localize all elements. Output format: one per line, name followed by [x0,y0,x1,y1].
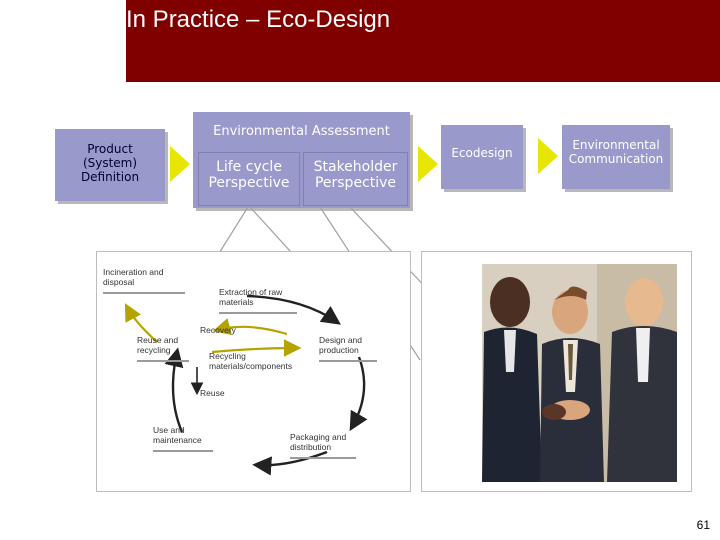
communication-box: Environmental Communication [562,125,670,189]
cycle-reuse-recycling-underline [137,360,189,362]
cycle-design-production-underline [319,360,377,362]
cycle-reuse: Reuse [200,388,225,398]
life-cycle-box: Life cycle Perspective [198,152,300,206]
cycle-incineration: Incineration and disposal [103,267,164,287]
cycle-reuse-recycling: Reuse and recycling [137,335,179,355]
product-definition-label: Product (System) Definition [80,142,140,184]
assessment-header: Environmental Assessment [213,124,390,139]
cycle-incineration-underline [103,292,185,294]
cycle-recycling-materials: Recycling materials/components [209,351,293,371]
businessmen-handshake-photo [482,264,677,482]
life-cycle-panel: Incineration and disposal Extraction of … [96,251,411,492]
cycle-design-production: Design and production [319,335,363,355]
ecodesign-box: Ecodesign [441,125,523,189]
cycle-recovery: Recovery [200,325,236,335]
cycle-extraction-underline [219,312,297,314]
flow-arrow-3 [538,138,558,174]
cycle-packaging-distribution: Packaging and distribution [290,432,347,452]
stakeholder-box: Stakeholder Perspective [303,152,408,206]
stakeholder-photo-panel [421,251,692,492]
cycle-use-maintenance: Use and maintenance [153,425,202,445]
life-cycle-label: Life cycle Perspective [208,159,290,192]
flow-arrow-2 [418,146,438,182]
slide-title: In Practice – Eco-Design [126,6,391,33]
page-number: 61 [696,518,710,532]
ecodesign-label: Ecodesign [451,146,513,160]
stakeholder-label: Stakeholder Perspective [313,159,398,192]
life-cycle-diagram [124,294,368,476]
cycle-use-maintenance-underline [153,450,213,452]
flow-arrow-1 [170,146,190,182]
cycle-packaging-distribution-underline [290,457,356,459]
communication-label: Environmental Communication [568,138,664,166]
product-definition-box: Product (System) Definition [55,129,165,201]
title-bar [126,0,720,82]
cycle-extraction: Extraction of raw materials [219,287,283,307]
